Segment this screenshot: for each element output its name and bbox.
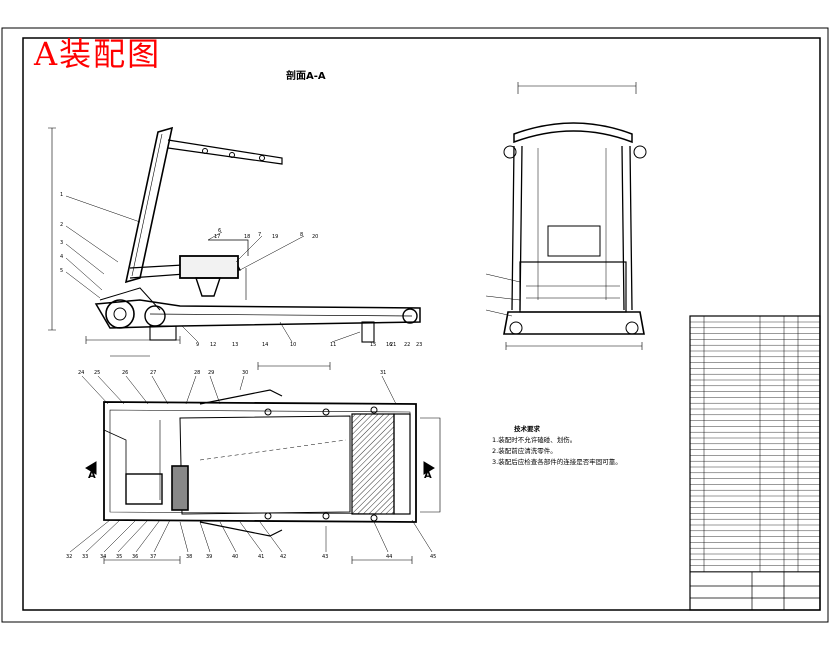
callout-number: 23 bbox=[416, 342, 422, 348]
technical-requirements: 技术要求 1.装配时不允许磕碰、划伤。 2.装配前应清洗零件。 3.装配后应检查… bbox=[492, 424, 622, 468]
callout-number: 11 bbox=[330, 342, 336, 348]
callout-number: 44 bbox=[386, 554, 392, 560]
callout-number: 35 bbox=[116, 554, 122, 560]
section-label: 剖面A-A bbox=[286, 71, 326, 82]
callout-number: 20 bbox=[312, 234, 318, 240]
outer-border bbox=[1, 27, 829, 623]
callout-number: 12 bbox=[210, 342, 216, 348]
callout-number: 43 bbox=[322, 554, 328, 560]
callout-number: 22 bbox=[404, 342, 410, 348]
callout-number: 27 bbox=[150, 370, 156, 376]
tech-note-line: 3.装配后应检查各部件的连接是否牢固可靠。 bbox=[492, 458, 622, 466]
callout-number: 45 bbox=[430, 554, 436, 560]
callout-number: 18 bbox=[244, 234, 250, 240]
front-view bbox=[485, 82, 647, 350]
callout-number: 9 bbox=[196, 342, 199, 348]
callout-number: 37 bbox=[150, 554, 156, 560]
callout-number: 3 bbox=[60, 240, 63, 246]
callout-number: 8 bbox=[300, 232, 303, 238]
callout-number: 40 bbox=[232, 554, 238, 560]
tech-note-line: 2.装配前应清洗零件。 bbox=[492, 447, 557, 455]
callout-number: 19 bbox=[272, 234, 278, 240]
callout-number: 34 bbox=[100, 554, 106, 560]
callout-number: 14 bbox=[262, 342, 268, 348]
callout-number: 33 bbox=[82, 554, 88, 560]
callout-number: 2 bbox=[60, 222, 63, 228]
callout-number: 4 bbox=[60, 254, 63, 260]
tech-notes-heading: 技术要求 bbox=[514, 425, 540, 433]
callout-number: 26 bbox=[122, 370, 128, 376]
callout-number: 41 bbox=[258, 554, 264, 560]
callout-number: 24 bbox=[78, 370, 84, 376]
callout-number: 16 bbox=[386, 342, 392, 348]
callout-number: 15 bbox=[370, 342, 376, 348]
tech-note-line: 1.装配时不允许磕碰、划伤。 bbox=[492, 436, 577, 444]
side-view bbox=[48, 126, 421, 357]
callout-number: 6 bbox=[218, 228, 221, 234]
callout-number: 39 bbox=[206, 554, 212, 560]
callout-number: 28 bbox=[194, 370, 200, 376]
callout-number: 17 bbox=[214, 234, 220, 240]
callout-number: 29 bbox=[208, 370, 214, 376]
section-marker-left: A bbox=[88, 470, 96, 481]
callout-number: 30 bbox=[242, 370, 248, 376]
callout-number: 42 bbox=[280, 554, 286, 560]
callout-number: 31 bbox=[380, 370, 386, 376]
callout-number: 32 bbox=[66, 554, 72, 560]
callout-number: 10 bbox=[290, 342, 296, 348]
parts-list-table bbox=[689, 315, 821, 611]
callout-number: 7 bbox=[258, 232, 261, 238]
callout-number: 36 bbox=[132, 554, 138, 560]
callout-number: 38 bbox=[186, 554, 192, 560]
callout-number: 13 bbox=[232, 342, 238, 348]
inner-border bbox=[22, 37, 821, 611]
callout-number: 21 bbox=[390, 342, 396, 348]
section-marker-right: A bbox=[424, 470, 432, 481]
plan-view bbox=[69, 362, 441, 564]
callout-number: 1 bbox=[60, 192, 63, 198]
callout-number: 5 bbox=[60, 268, 63, 274]
drawing-title: A装配图 bbox=[34, 35, 162, 73]
callout-number: 25 bbox=[94, 370, 100, 376]
